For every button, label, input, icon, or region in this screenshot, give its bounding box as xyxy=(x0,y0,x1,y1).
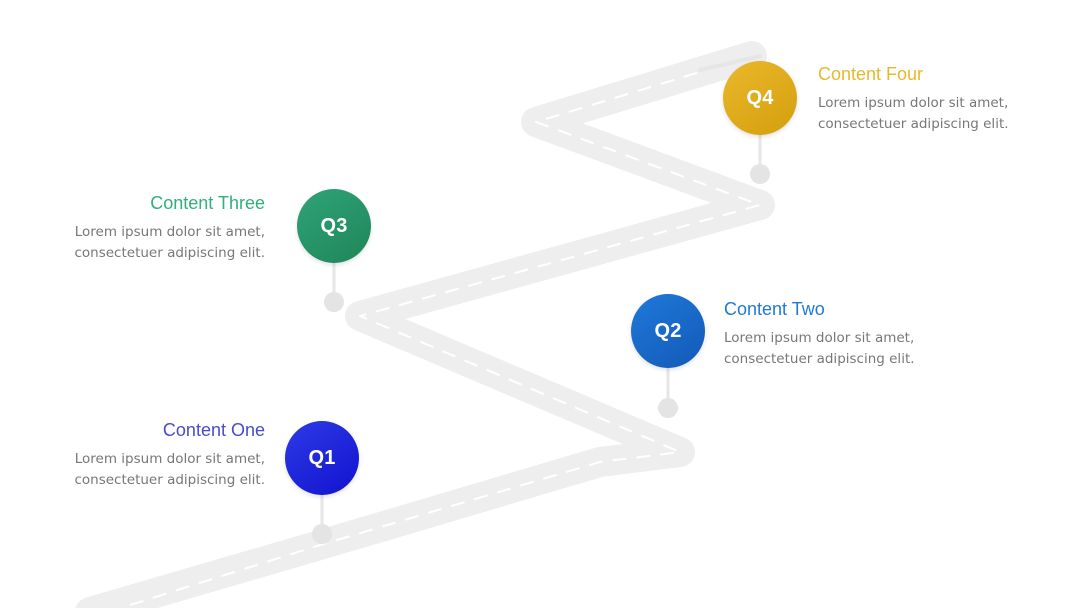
milestone-q1-title: Content One xyxy=(162,420,265,440)
milestone-q4-text: Lorem ipsum dolor sit amet, consectetuer… xyxy=(818,95,1009,132)
milestone-q4: Content Four Lorem ipsum dolor sit amet,… xyxy=(818,63,1058,135)
milestone-q4-title: Content Four xyxy=(818,64,924,84)
road-center-line xyxy=(129,71,761,606)
q4-base xyxy=(750,164,770,184)
milestone-q3-title: Content Three xyxy=(150,193,265,213)
q1-base xyxy=(312,524,332,544)
q4-label: Q4 xyxy=(746,86,774,109)
q3-label: Q3 xyxy=(320,214,348,237)
q1-label: Q1 xyxy=(308,446,336,469)
road-tail xyxy=(698,54,762,72)
q3-base xyxy=(324,292,344,312)
milestone-q2: Content Two Lorem ipsum dolor sit amet, … xyxy=(724,298,1024,370)
milestone-q2-text: Lorem ipsum dolor sit amet, consectetuer… xyxy=(724,330,915,367)
q4-badge: Q4 xyxy=(723,61,797,135)
q2-label: Q2 xyxy=(654,319,682,342)
milestone-q3: Content Three Lorem ipsum dolor sit amet… xyxy=(40,192,265,264)
q1-badge: Q1 xyxy=(285,421,359,495)
q2-badge: Q2 xyxy=(631,294,705,368)
q3-badge: Q3 xyxy=(297,189,371,263)
milestone-q3-text: Lorem ipsum dolor sit amet, consectetuer… xyxy=(74,224,265,261)
milestone-q1: Content One Lorem ipsum dolor sit amet, … xyxy=(40,419,265,491)
milestone-q2-title: Content Two xyxy=(724,299,825,319)
q2-base xyxy=(658,398,678,418)
milestone-q1-text: Lorem ipsum dolor sit amet, consectetuer… xyxy=(74,451,265,488)
